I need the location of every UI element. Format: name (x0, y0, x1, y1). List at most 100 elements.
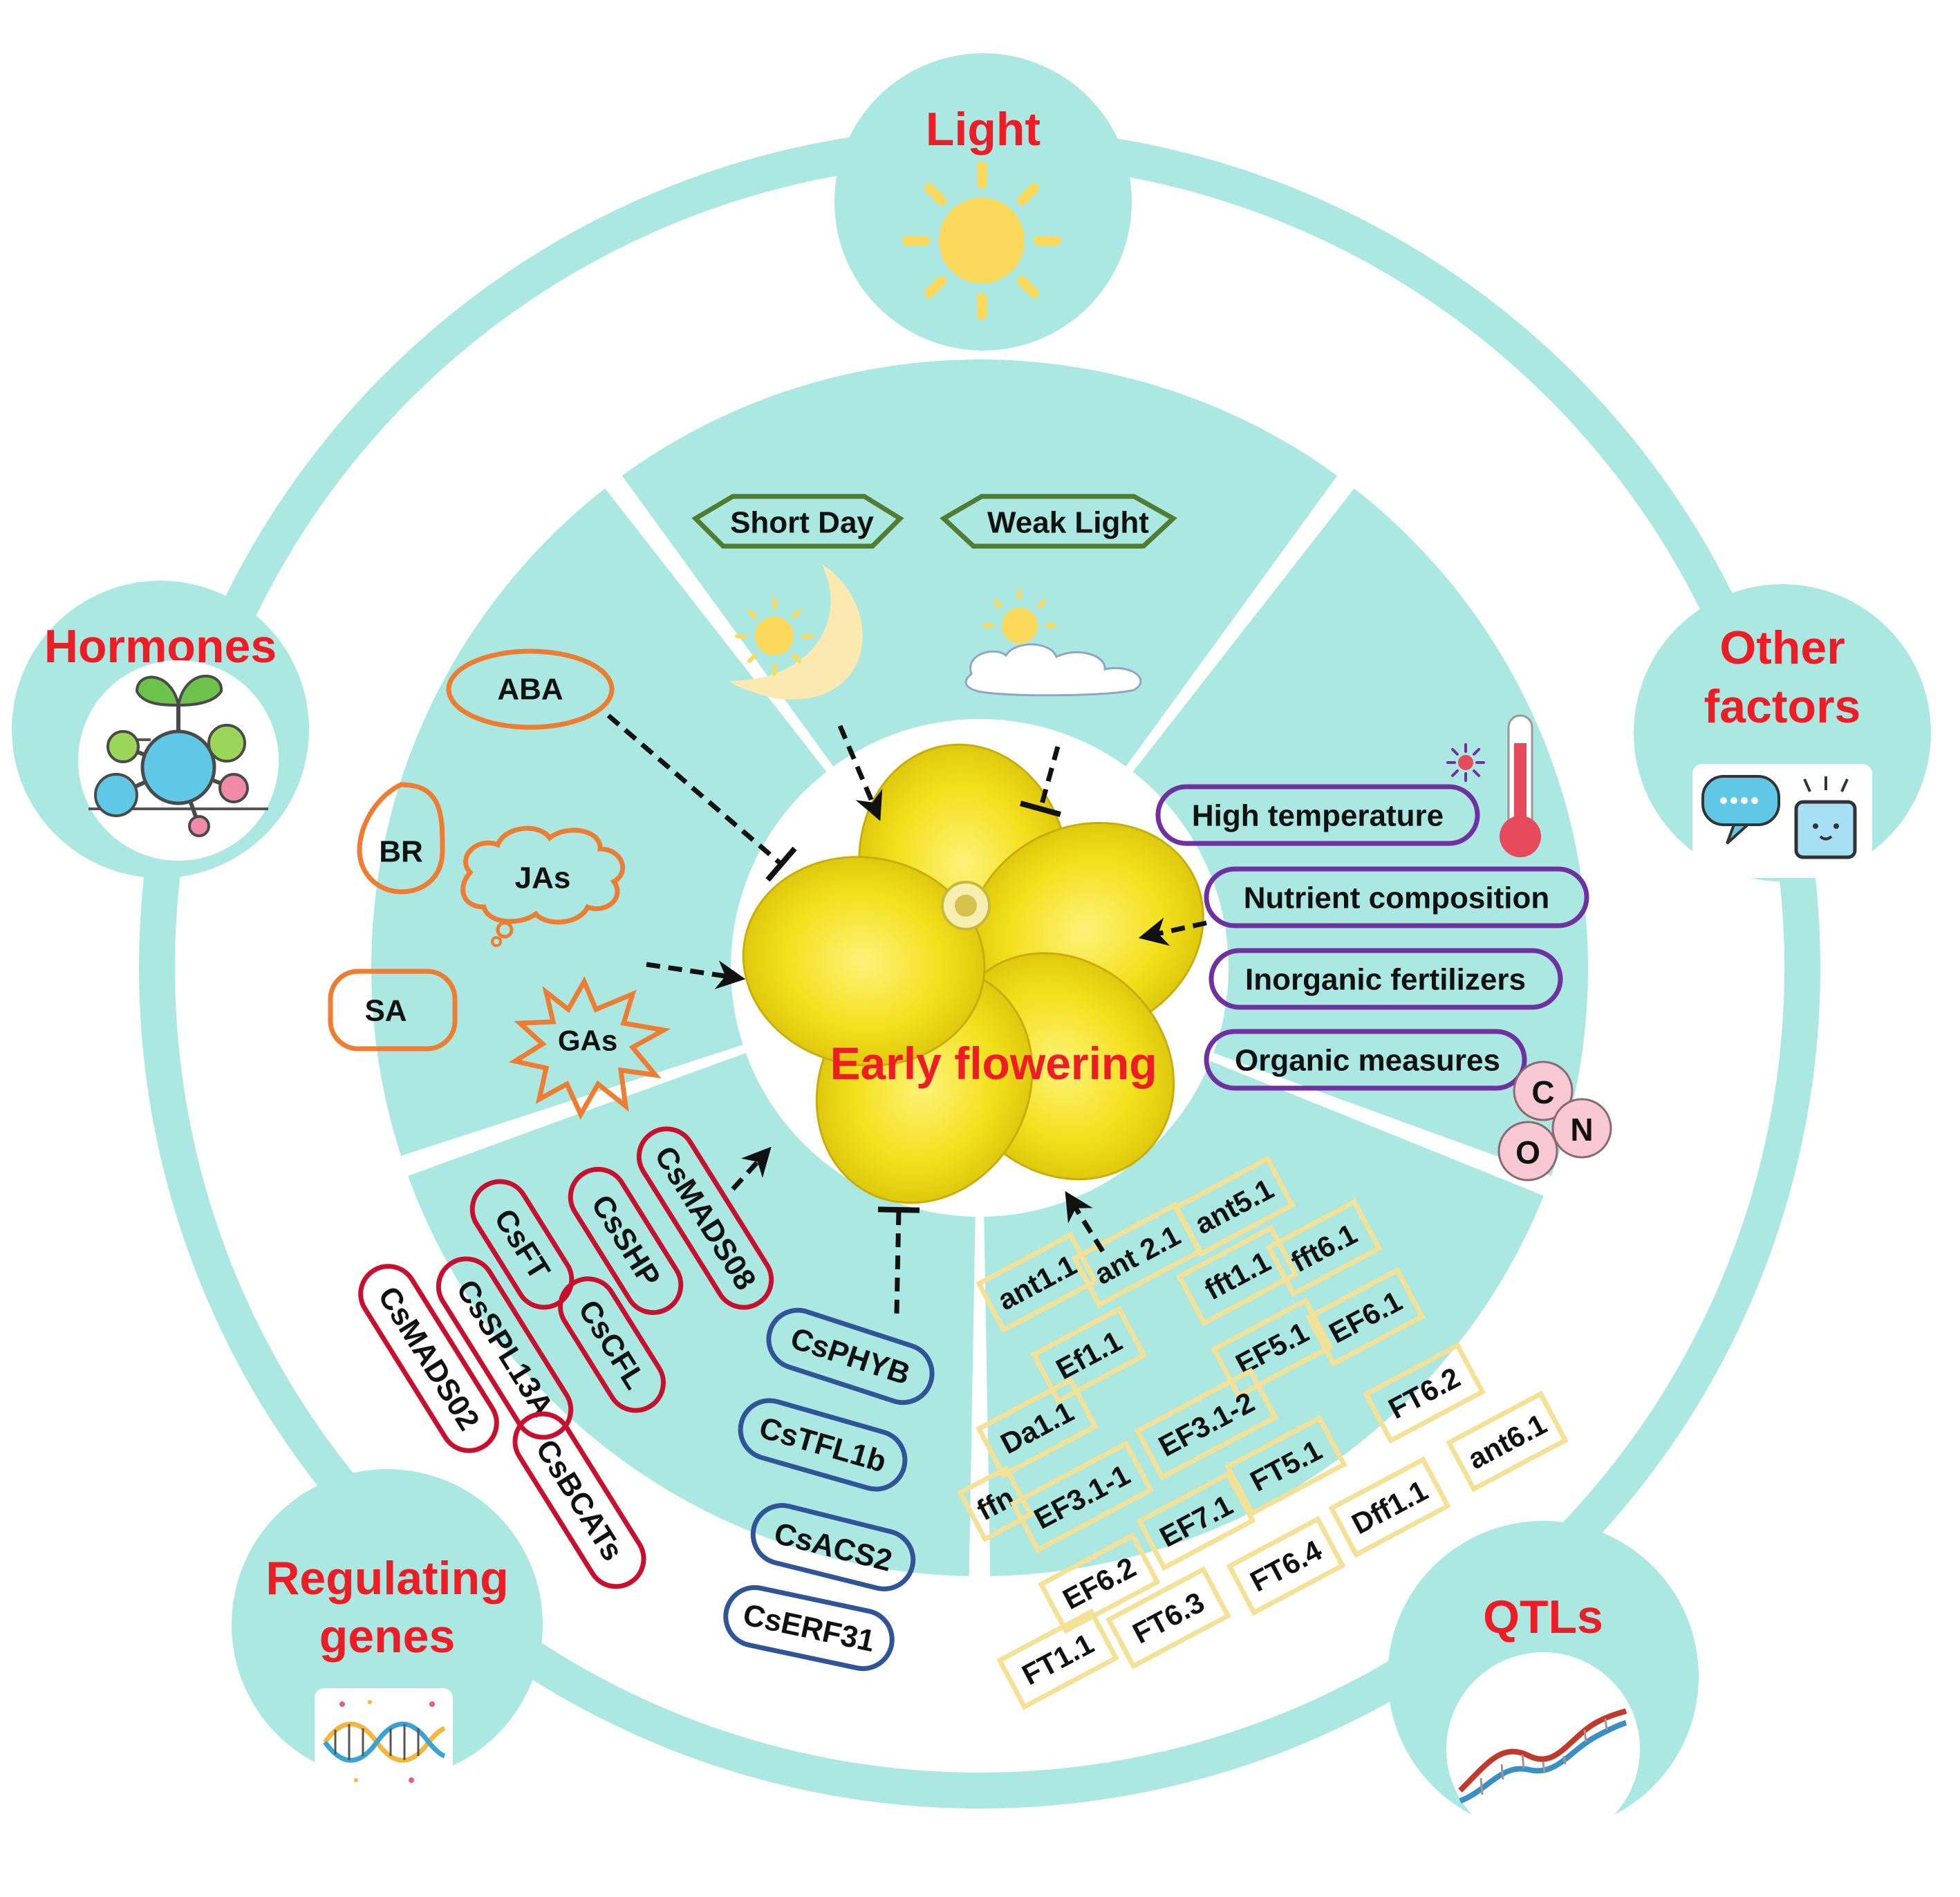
qtl-box: ant6.1 (1446, 1390, 1569, 1493)
aba-inhibit-bar (765, 846, 797, 882)
dna-helix-icon (1446, 1652, 1640, 1846)
qtl-box-frame (1136, 1470, 1256, 1571)
qtl-box: Dff1.1 (1328, 1456, 1451, 1558)
genes-wedge (408, 1048, 976, 1576)
qtl-box-frame (1224, 1414, 1347, 1517)
inorganic-fertilizers-badge: Inorganic fertilizers (1208, 948, 1563, 1010)
phyb-inhibit-bar (877, 1206, 920, 1213)
category-regulating-genes: Regulating genes (232, 1469, 543, 1795)
cloud-sun-icon (964, 589, 1142, 697)
short-day-arrow-line (837, 725, 883, 821)
aba-label: ABA (497, 673, 563, 707)
moon-sun-icon (729, 563, 863, 700)
other-factors-wedge (1124, 488, 1589, 1176)
gas-arrow-line (646, 960, 746, 989)
dna-icon (315, 1688, 453, 1795)
weak-light-label: Weak Light (987, 506, 1149, 540)
interaction-arrows (606, 713, 1207, 1314)
nutrient-composition-label: Nutrient composition (1244, 881, 1549, 915)
hot-sun-icon (1446, 743, 1485, 782)
qtl-box-frame (1305, 1267, 1426, 1367)
gas-label: GAs (558, 1025, 617, 1057)
qtl-box-frame (1265, 1198, 1383, 1298)
sa-label: SA (364, 994, 407, 1028)
aba-badge: ABA (446, 648, 615, 730)
gene-pill: CsERF31 (723, 1585, 895, 1672)
qtl-box-frame (1176, 1224, 1299, 1327)
category-regulating-title-2: genes (319, 1610, 456, 1663)
qtl-label: FT6.3 (1128, 1585, 1210, 1650)
category-other-title-1: Other (1719, 622, 1845, 674)
br-label: BR (379, 835, 423, 869)
qtl-box-frame (1071, 1201, 1204, 1309)
category-qtls: QTLs (1388, 1521, 1699, 1846)
qtl-box-frame (1363, 1342, 1486, 1444)
chat-robot-icon (1692, 764, 1872, 878)
qtl-label: ant6.1 (1462, 1408, 1551, 1475)
high-temperature-badge: High temperature (1155, 784, 1480, 846)
qtl-box-frame (1226, 1515, 1346, 1616)
qtl-box: FT6.4 (1226, 1515, 1346, 1616)
qtl-box-frame (1105, 1566, 1232, 1670)
qtl-arrow-line (1065, 1190, 1105, 1253)
qtl-box-frame (1030, 1305, 1148, 1405)
phyb-inhibit-line (894, 1209, 902, 1314)
element-c-atom: C (1513, 1060, 1574, 1121)
element-c-label: C (1531, 1074, 1554, 1110)
qtl-box-frame (1446, 1390, 1569, 1493)
element-o-label: O (1515, 1134, 1540, 1170)
category-regulating-title-1: Regulating (265, 1552, 508, 1605)
qtl-box-frame (996, 1608, 1119, 1710)
aba-inhibit-line (606, 713, 783, 866)
qtl-label: FT6.4 (1245, 1533, 1327, 1598)
thermometer-icon (1500, 714, 1541, 857)
br-drop: BR (357, 782, 445, 895)
category-light-title: Light (926, 103, 1040, 156)
hormones-sector: ABA BR JAs SA GAs (328, 648, 671, 1120)
organic-measures-badge: Organic measures (1204, 1029, 1527, 1091)
qtl-box-frame (957, 1465, 1034, 1542)
qtl-box-frame (1009, 1440, 1155, 1553)
qtl-box: FT1.1 (996, 1608, 1119, 1710)
jas-label: JAs (515, 861, 571, 895)
weak-light-badge: Weak Light (940, 494, 1177, 549)
weak-light-inhibit (1020, 746, 1061, 817)
weak-light-inhibit-line (1038, 746, 1061, 810)
qtl-arrow (1065, 1190, 1105, 1253)
aba-inhibit (606, 713, 797, 882)
qtl-box-frame (1038, 1532, 1161, 1634)
gas-burst: GAs (508, 976, 671, 1120)
element-n-atom: N (1551, 1098, 1612, 1159)
qtl-box-frame (1328, 1456, 1451, 1558)
qtl-label: Dff1.1 (1346, 1474, 1432, 1540)
short-day-arrow (837, 725, 883, 821)
organic-measures-label: Organic measures (1235, 1044, 1500, 1078)
qtl-box-frame (976, 1231, 1099, 1334)
sun-icon (902, 161, 1061, 320)
category-hormones: Hormones (12, 581, 309, 878)
inorganic-fertilizers-label: Inorganic fertilizers (1245, 963, 1526, 997)
element-n-label: N (1570, 1112, 1593, 1148)
nutrient-arrow (1138, 917, 1207, 946)
category-light: Light (834, 53, 1132, 351)
light-sector: Short Day Weak Light (691, 494, 1177, 700)
nutrient-composition-badge: Nutrient composition (1204, 866, 1589, 928)
element-o-atom: O (1497, 1121, 1558, 1181)
jas-cloud: JAs (460, 825, 626, 947)
weak-light-inhibit-bar (1020, 801, 1061, 817)
qtl-box-frame (976, 1376, 1099, 1479)
short-day-label: Short Day (730, 506, 874, 540)
center-label: Early flowering (830, 1038, 1157, 1089)
gas-arrow (646, 960, 746, 989)
high-temperature-label: High temperature (1192, 799, 1444, 833)
molecule-plant-icon (78, 660, 279, 861)
category-qtls-title: QTLs (1483, 1591, 1603, 1643)
promoter-arrow (731, 1146, 772, 1191)
promoter-arrow-line (731, 1146, 772, 1191)
qtl-box-frame (1211, 1297, 1334, 1399)
qtl-box-frame (1134, 1367, 1279, 1481)
category-other-factors: Other factors (1634, 584, 1931, 881)
phyb-inhibit (877, 1206, 920, 1314)
qtl-label: FT1.1 (1017, 1627, 1099, 1691)
